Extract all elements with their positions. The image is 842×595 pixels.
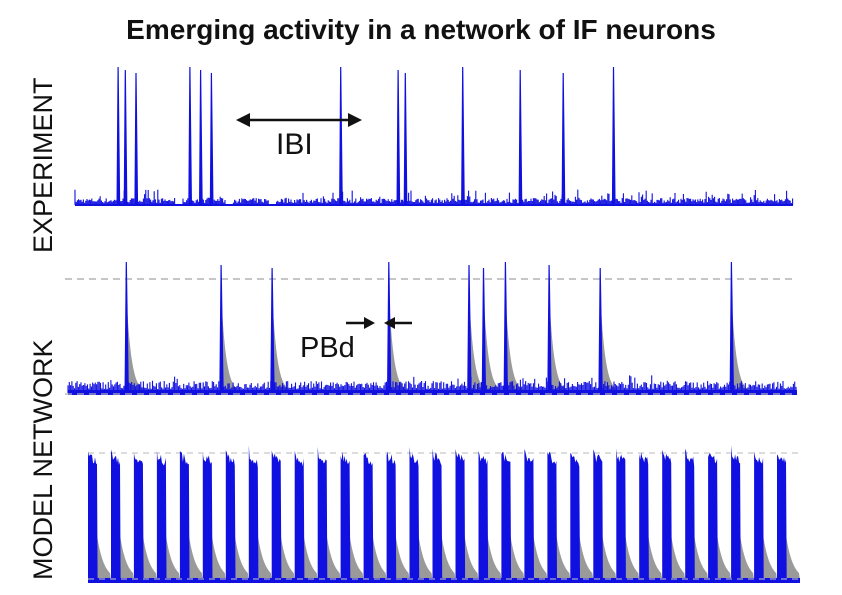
model-high-burst	[685, 448, 695, 580]
model-high-burst	[248, 445, 259, 580]
model-high-burst	[409, 446, 420, 580]
model-burst-spike	[124, 261, 129, 394]
model-decay-tail	[221, 290, 244, 393]
model-decay-tail	[388, 290, 411, 393]
experiment-noise-trace	[74, 189, 794, 205]
model-high-burst	[455, 448, 466, 580]
model-high-burst	[317, 446, 328, 580]
model-high-baseline	[88, 578, 800, 583]
model-decay-tail	[549, 290, 572, 393]
model-burst-spike	[467, 264, 472, 394]
experiment-trace-panel	[74, 66, 794, 206]
model-burst-spike	[270, 267, 275, 394]
model-high-burst	[570, 453, 580, 580]
model-burst-spike	[547, 264, 552, 394]
model-burst-spike	[481, 267, 487, 394]
experiment-burst-spike	[339, 66, 343, 206]
experiment-burst-spike	[518, 69, 523, 206]
experiment-burst-spike	[209, 72, 214, 206]
model-high-burst	[225, 450, 236, 580]
model-decay-tail	[731, 290, 754, 393]
model-burst-spike	[598, 267, 603, 394]
model-burst-spike	[219, 264, 224, 394]
model-high-burst	[179, 451, 190, 580]
model-burst-spike	[503, 261, 509, 394]
model-high-burst	[708, 453, 718, 580]
model-high-burst	[432, 448, 443, 580]
experiment-burst-spike	[396, 69, 401, 206]
model-high-burst	[111, 449, 121, 580]
figure-title: Emerging activity in a network of IF neu…	[126, 14, 716, 45]
model-decay-tail	[126, 290, 149, 393]
model-high-burst	[639, 452, 649, 580]
pbd-arrow-left-head	[364, 317, 375, 329]
model-baseline-band	[68, 390, 797, 395]
experiment-burst-spike	[403, 72, 408, 206]
model-decay-tail	[600, 290, 623, 393]
model-high-burst	[133, 452, 144, 580]
model-decay-tail	[469, 290, 491, 393]
model-high-burst	[294, 450, 305, 580]
experiment-burst-spike	[123, 69, 128, 206]
pbd-label: PBd	[300, 332, 355, 364]
model-high-burst	[593, 449, 603, 580]
model-burst-spike	[729, 261, 735, 394]
model-high-burst	[156, 450, 167, 580]
ibi-arrow-left-head	[236, 113, 250, 127]
experiment-burst-spike	[611, 66, 616, 206]
ibi-label: IBI	[276, 128, 313, 161]
experiment-burst-spike	[461, 66, 465, 206]
experiment-burst-spike	[198, 69, 203, 206]
model-high-burst	[754, 451, 764, 580]
model-high-burst	[88, 451, 98, 580]
experiment-burst-spike	[561, 72, 566, 206]
model-high-burst	[616, 448, 626, 580]
model-high-burst	[340, 451, 351, 580]
pbd-arrow-right-head	[384, 317, 395, 329]
model-network-high-rate-panel	[88, 445, 800, 583]
model-network-trace-panel	[65, 261, 797, 395]
model-high-burst	[662, 449, 672, 580]
model-high-burst	[501, 452, 512, 580]
model-high-burst	[731, 445, 741, 580]
model-high-burst	[547, 451, 557, 580]
experiment-burst-spike	[188, 66, 193, 206]
model-high-burst	[777, 454, 787, 580]
experiment-burst-spike	[134, 72, 139, 206]
experiment-burst-spike	[116, 66, 121, 206]
model-high-burst	[271, 450, 282, 580]
model-decay-tail	[272, 290, 295, 393]
model-high-burst	[524, 449, 534, 580]
model-high-burst	[363, 453, 374, 580]
ibi-arrow-right-head	[348, 113, 362, 127]
model-high-burst	[386, 451, 397, 580]
model-high-burst	[202, 453, 213, 580]
model-burst-spike	[386, 261, 392, 394]
model-high-burst	[478, 450, 489, 580]
model-decay-tail	[505, 290, 528, 393]
model-decay-tail	[483, 290, 506, 393]
